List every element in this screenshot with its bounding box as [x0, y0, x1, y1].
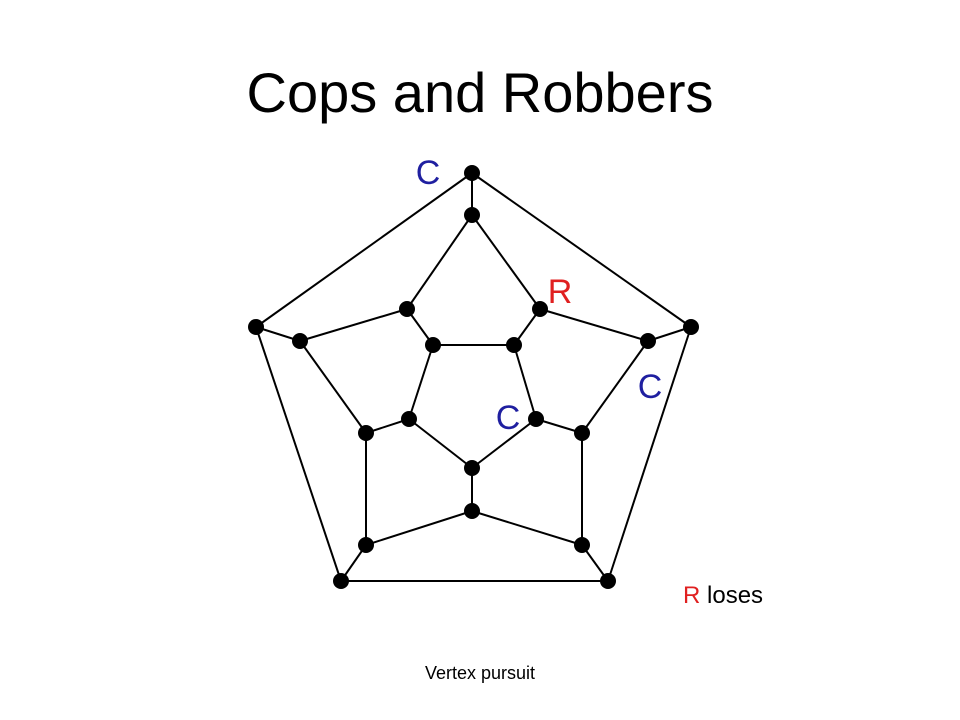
- result-robber-label: R: [683, 582, 701, 609]
- graph-edge: [408, 418, 473, 469]
- graph-vertex: [401, 411, 417, 427]
- graph-vertex: [574, 425, 590, 441]
- slide-title: Cops and Robbers: [246, 61, 714, 124]
- graph-vertex: [528, 411, 544, 427]
- graph-edge: [255, 172, 473, 328]
- footer-text: Vertex pursuit: [424, 663, 536, 683]
- graph-edge: [365, 510, 473, 546]
- result-text: R loses: [683, 582, 763, 610]
- graph-edge: [581, 340, 649, 434]
- cop-label: C: [416, 154, 441, 192]
- cop-label: C: [638, 368, 663, 406]
- graph-edge: [471, 418, 537, 469]
- graph-edge: [471, 214, 541, 310]
- graph-vertex: [399, 301, 415, 317]
- result-outcome: loses: [707, 582, 764, 609]
- robber-label: R: [548, 273, 573, 311]
- graph-vertex: [683, 319, 699, 335]
- edge-group: [255, 172, 692, 582]
- graph-edge: [471, 510, 583, 546]
- graph-vertex: [464, 207, 480, 223]
- graph-edge: [539, 308, 649, 342]
- graph-vertex: [292, 333, 308, 349]
- graph-edge: [299, 308, 408, 342]
- token-group: C R C C: [416, 154, 663, 437]
- graph-vertex: [640, 333, 656, 349]
- graph-vertex: [248, 319, 264, 335]
- graph-edge: [513, 344, 537, 420]
- graph-vertex: [464, 460, 480, 476]
- graph-vertex: [358, 425, 374, 441]
- graph-edge: [607, 326, 692, 582]
- graph-vertex: [574, 537, 590, 553]
- graph-edge: [408, 344, 434, 420]
- cop-label: C: [496, 399, 521, 437]
- graph-vertex: [464, 503, 480, 519]
- graph-edge: [406, 214, 473, 310]
- graph-vertex: [333, 573, 349, 589]
- graph-edge: [255, 326, 342, 582]
- graph-vertex: [506, 337, 522, 353]
- graph-vertex: [425, 337, 441, 353]
- graph-edge: [535, 418, 583, 434]
- vertex-group: [248, 165, 699, 589]
- graph-vertex: [532, 301, 548, 317]
- graph-vertex: [358, 537, 374, 553]
- graph-vertex: [464, 165, 480, 181]
- graph-vertex: [600, 573, 616, 589]
- graph-edge: [299, 340, 367, 434]
- graph-edge: [471, 172, 692, 328]
